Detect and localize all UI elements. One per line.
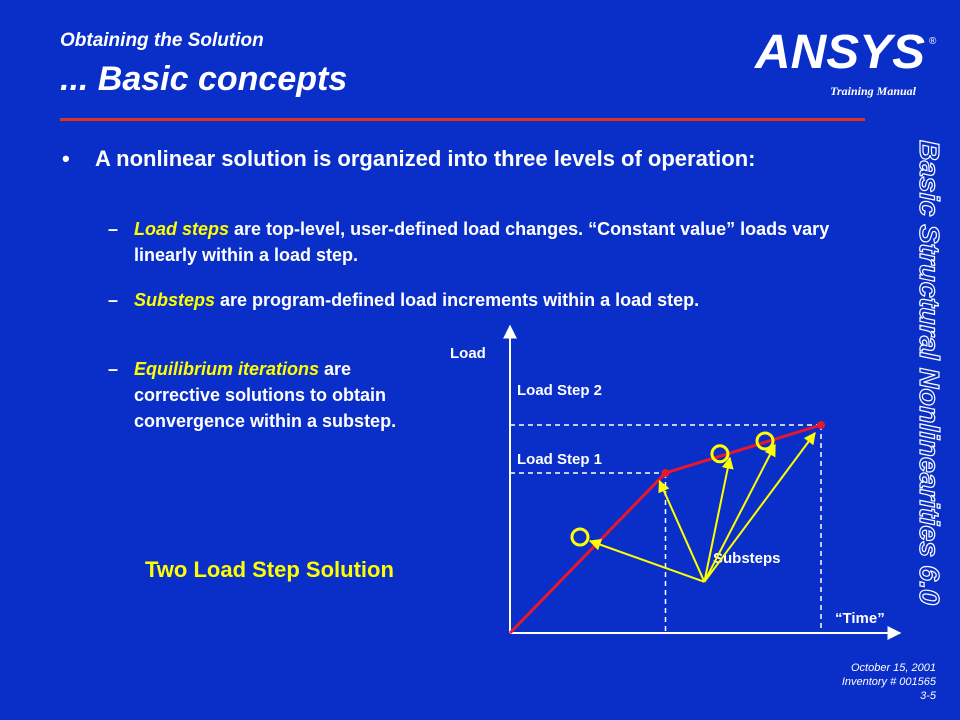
sub-bullet-text: are program-defined load increments with… xyxy=(215,290,700,310)
dash-symbol: – xyxy=(108,359,119,379)
footer-date: October 15, 2001 xyxy=(850,662,936,674)
annotation-substeps: Substeps xyxy=(713,550,781,567)
sub-bullet-text: are corrective solutions to obtain conve… xyxy=(134,359,397,431)
dash-symbol: – xyxy=(108,219,119,239)
load-step-end-point xyxy=(661,469,670,477)
keyword-load-steps: Load steps xyxy=(134,219,230,239)
y-axis-label: Load xyxy=(450,345,486,362)
substep-marker xyxy=(570,527,590,547)
training-manual-label: Training Manual xyxy=(830,84,916,98)
chart-caption: Two Load Step Solution xyxy=(145,557,394,582)
substep-arrow xyxy=(658,479,706,583)
x-axis-label: “Time” xyxy=(835,610,885,627)
load-step-chart: Load “Time” Load Step 2 Load Step 1 Subs… xyxy=(450,324,902,640)
annotation-load-step-1: Load Step 1 xyxy=(517,451,602,468)
sub-bullet-text: are top-level, user-defined load changes… xyxy=(134,219,830,265)
substep-marker xyxy=(755,431,775,451)
keyword-substeps: Substeps xyxy=(134,290,216,310)
logo-text: ANSYS xyxy=(754,26,925,79)
title-divider xyxy=(60,118,865,121)
footer: October 15, 2001 Inventory # 001565 3-5 xyxy=(842,661,936,703)
footer-inventory: Inventory # 001565 xyxy=(841,676,936,688)
annotation-load-step-2: Load Step 2 xyxy=(517,382,602,399)
svg-text:®: ® xyxy=(929,36,937,47)
substep-arrow xyxy=(588,538,705,583)
keyword-equilibrium: Equilibrium iterations xyxy=(134,359,320,379)
substep-marker xyxy=(710,444,730,464)
dash-symbol: – xyxy=(108,290,119,310)
bullet-symbol: • xyxy=(62,146,70,171)
side-banner-text: Basic Structural Nonlinearities 6.0 xyxy=(914,140,945,605)
substep-arrow xyxy=(703,456,734,583)
ansys-logo: ANSYS ® xyxy=(754,26,937,79)
side-banner: Basic Structural Nonlinearities 6.0 xyxy=(913,140,945,606)
main-bullet-text: A nonlinear solution is organized into t… xyxy=(95,146,756,171)
section-subtitle: Obtaining the Solution xyxy=(60,30,264,51)
load-step-end-point xyxy=(817,421,825,429)
footer-page: 3-5 xyxy=(920,690,936,702)
substep-arrow xyxy=(703,432,816,583)
slide-title: ... Basic concepts xyxy=(60,60,348,98)
substep-arrow xyxy=(703,443,776,583)
